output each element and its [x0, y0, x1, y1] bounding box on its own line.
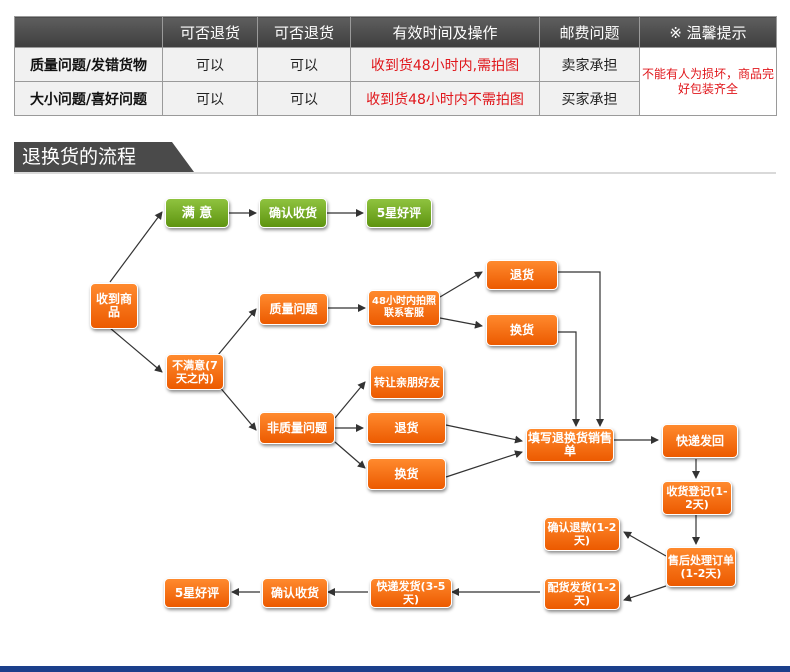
arrow: [445, 450, 523, 478]
arrow: [217, 308, 257, 356]
node-exchange-non-quality: 换货: [367, 458, 446, 490]
arrow: [558, 331, 580, 427]
node-exchange-quality: 换货: [486, 314, 558, 346]
node-contact-48h: 48小时内拍照联系客服: [368, 290, 440, 326]
arrow: [439, 317, 483, 329]
node-confirm-receipt-bottom: 确认收货: [262, 578, 328, 608]
node-ship-replacement: 配货发货(1-2天): [544, 578, 620, 610]
node-non-quality-issue: 非质量问题: [259, 412, 335, 444]
node-confirm-receipt-top: 确认收货: [259, 198, 327, 228]
header-tips: ※ 温馨提示: [639, 16, 777, 48]
bottom-accent-bar: [0, 666, 790, 672]
cell-time-action: 收到货48小时内不需拍图: [350, 81, 540, 116]
node-transfer-friends: 转让亲朋好友: [370, 365, 444, 399]
node-return-non-quality: 退货: [367, 412, 446, 444]
table-header-row: 可否退货 可否退货 有效时间及操作 邮费问题 ※ 温馨提示: [14, 16, 777, 48]
arrow: [109, 211, 163, 283]
node-five-star-bottom: 5星好评: [164, 578, 230, 608]
arrow: [334, 381, 366, 419]
arrow: [334, 441, 366, 469]
node-fill-form: 填写退换货销售单: [526, 428, 614, 462]
arrow: [109, 327, 163, 373]
table-row: 质量问题/发错货物 可以 可以 收到货48小时内,需拍图 卖家承担 不能有人为损…: [14, 47, 777, 116]
node-express-ship: 快递发货(3-5天): [370, 578, 452, 608]
header-can-exchange: 可否退货: [257, 16, 351, 48]
cell-return: 可以: [162, 81, 258, 116]
cell-return: 可以: [162, 47, 258, 82]
cell-tip: 不能有人为损坏，商品完好包装齐全: [639, 47, 777, 116]
node-express-back: 快递发回: [662, 424, 738, 458]
row-label-quality: 质量问题/发错货物: [14, 47, 163, 82]
node-return-quality: 退货: [486, 260, 558, 290]
node-five-star-top: 5星好评: [366, 198, 432, 228]
arrow: [445, 424, 523, 444]
node-after-sales: 售后处理订单(1-2天): [666, 547, 736, 587]
node-satisfied: 满 意: [165, 198, 229, 228]
header-corner-cell: [14, 16, 163, 48]
arrow: [439, 271, 483, 298]
node-quality-issue: 质量问题: [259, 293, 328, 325]
header-time-action: 有效时间及操作: [350, 16, 540, 48]
section-divider: [14, 172, 776, 174]
cell-time-action: 收到货48小时内,需拍图: [350, 47, 540, 82]
cell-postage: 卖家承担: [539, 47, 640, 82]
arrow: [217, 384, 257, 431]
arrow: [558, 271, 604, 427]
section-title: 退换货的流程: [22, 146, 137, 168]
cell-postage: 买家承担: [539, 81, 640, 116]
return-policy-table: 可否退货 可否退货 有效时间及操作 邮费问题 ※ 温馨提示 质量问题/发错货物 …: [14, 16, 777, 116]
table-row: 大小问题/喜好问题 可以 可以 收到货48小时内不需拍图 买家承担: [14, 81, 777, 116]
node-receive-register: 收货登记(1-2天): [662, 481, 732, 515]
node-unsatisfied: 不满意(7天之内): [166, 354, 224, 390]
row-label-size: 大小问题/喜好问题: [14, 81, 163, 116]
cell-exchange: 可以: [257, 81, 351, 116]
cell-exchange: 可以: [257, 47, 351, 82]
arrow: [623, 531, 667, 557]
node-received: 收到商品: [90, 283, 138, 329]
node-confirm-refund: 确认退款(1-2天): [544, 517, 620, 551]
arrow: [623, 585, 667, 602]
section-banner: [14, 142, 194, 172]
